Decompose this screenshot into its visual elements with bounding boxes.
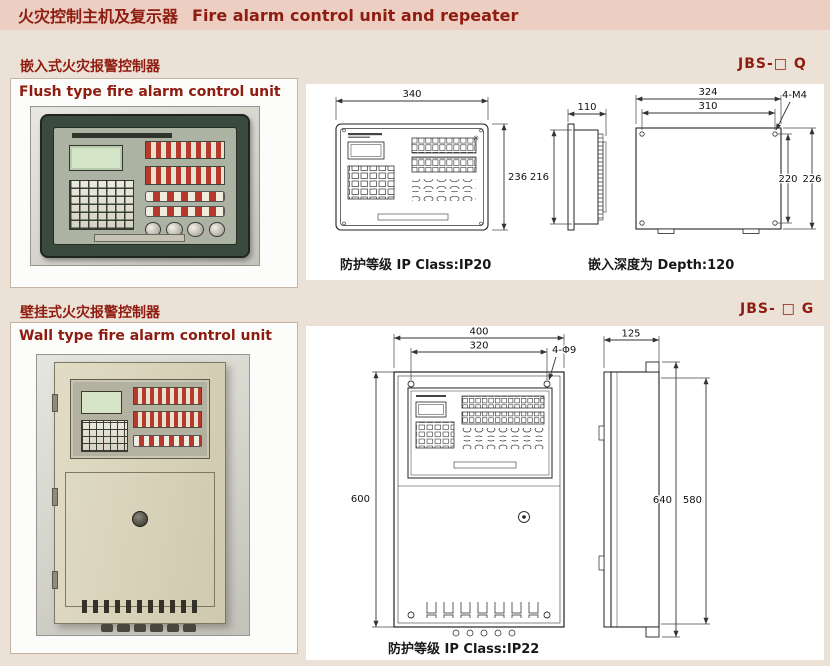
wall-unit-button-row [133, 434, 202, 448]
hinge [52, 571, 58, 589]
flush-unit-lcd [68, 145, 124, 171]
dim-label-flush-depth: 110 [577, 102, 596, 113]
hinge [52, 487, 58, 506]
flush-section-title-en: Flush type fire alarm control unit [19, 84, 281, 100]
wall-section-title-en: Wall type fire alarm control unit [19, 328, 272, 344]
dim-label-flush-front-width: 340 [402, 89, 421, 100]
wall-drawing-panel [306, 326, 824, 660]
dim-label-wall-depth: 125 [621, 329, 640, 340]
dim-label-wall-front-width: 400 [469, 327, 488, 338]
flush-side-view [567, 123, 607, 231]
wall-front-view: ✳ [393, 371, 565, 637]
wall-unit-indicator-grid [133, 387, 202, 405]
wall-side-view [598, 361, 660, 638]
page-title-zh: 火灾控制主机及复示器 [18, 7, 179, 26]
wall-unit-lcd [80, 390, 123, 415]
page-title-en: Fire alarm control unit and repeater [192, 5, 519, 25]
wall-cabinet-vents [82, 599, 198, 613]
wall-model-code: JBS- □ G [740, 301, 815, 317]
flush-unit-indicator-grid [145, 140, 226, 160]
flush-unit-indicator-grid [145, 166, 226, 185]
wall-unit-keypad [80, 420, 128, 452]
dim-label-flush-hole-spec: 4-M4 [782, 90, 807, 101]
dim-label-flush-panel-height: 216 [530, 172, 549, 183]
flush-ip-class-label: 防护等级 IP Class:IP20 [340, 258, 492, 273]
flush-unit-button-row [145, 190, 226, 203]
hinge [52, 394, 58, 413]
flush-depth-note: 嵌入深度为 Depth:120 [588, 258, 735, 273]
wall-cabinet [52, 362, 226, 624]
wall-ip-class-label: 防护等级 IP Class:IP22 [388, 642, 540, 657]
dim-label-flush-hole-spacing-w: 310 [698, 101, 717, 112]
dim-label-wall-front-height: 600 [351, 494, 370, 505]
flush-unit-photo [30, 106, 260, 266]
wall-cabinet-cable-glands [100, 624, 196, 632]
flush-unit-bezel [40, 114, 250, 258]
flush-model-code: JBS-□ Q [738, 56, 807, 72]
knob [187, 221, 204, 238]
flush-technical-drawing: ✳ 340 236 [335, 86, 823, 234]
dim-label-flush-rear-height: 226 [802, 174, 821, 185]
wall-cabinet-keylock [132, 511, 148, 528]
wall-unit-photo [36, 354, 250, 636]
flush-rear-view [635, 127, 782, 234]
wall-section-title-zh: 壁挂式火灾报警控制器 [20, 305, 160, 321]
dim-label-wall-hole-spec: 4-Φ9 [552, 345, 576, 356]
dim-label-flush-rear-width: 324 [698, 87, 717, 98]
wall-unit-indicator-grid [133, 411, 202, 429]
dim-label-wall-overall-height: 640 [653, 495, 672, 506]
dim-label-flush-front-height: 236 [508, 172, 527, 183]
flush-unit-button-row [145, 205, 226, 218]
wall-cabinet-control-panel [70, 378, 210, 460]
flush-unit-bottom-label [94, 233, 186, 242]
flush-unit-faceplate [53, 127, 237, 245]
flush-unit-nameplate [72, 132, 173, 139]
wall-technical-drawing: ✳ 400 320 4-Φ9 [350, 325, 710, 638]
knob [208, 221, 226, 238]
page-header: 火灾控制主机及复示器 Fire alarm control unit and r… [0, 0, 830, 30]
flush-front-view: ✳ [335, 123, 489, 231]
dim-label-flush-hole-spacing-h: 220 [778, 174, 797, 185]
dim-label-wall-hole-spacing-w: 320 [469, 341, 488, 352]
flush-unit-knob-row [145, 221, 226, 238]
dim-label-wall-body-height: 580 [683, 495, 702, 506]
flush-unit-keypad [68, 180, 135, 231]
wall-cabinet-door [65, 472, 215, 608]
flush-section-title-zh: 嵌入式火灾报警控制器 [20, 59, 160, 75]
